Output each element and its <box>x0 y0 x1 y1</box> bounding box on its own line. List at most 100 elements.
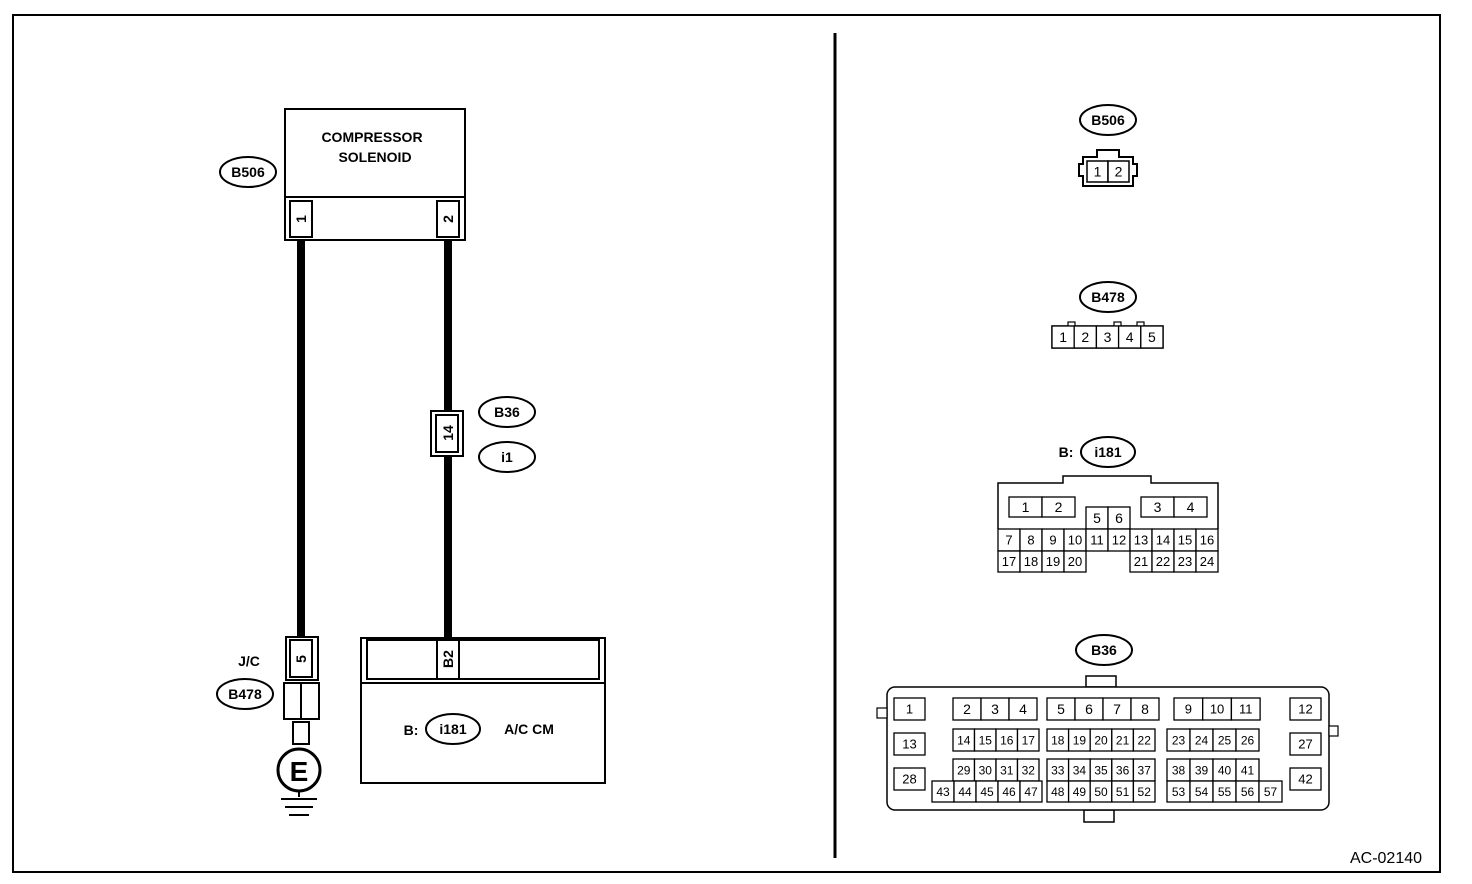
pin-box <box>1289 732 1322 756</box>
pin-box <box>1008 697 1038 721</box>
pin-label: 2 <box>1081 329 1089 345</box>
joint-pin: 14 <box>440 425 456 441</box>
pin-label: 19 <box>1046 554 1060 569</box>
pin-label: 37 <box>1138 763 1152 777</box>
pin-label: 28 <box>902 772 916 787</box>
b506-label: B506 <box>1091 112 1125 128</box>
pin-label: 5 <box>1148 329 1156 345</box>
pin-label: 53 <box>1172 785 1186 799</box>
joint-connector-a: B36 <box>494 404 520 420</box>
pin-label: 32 <box>1022 763 1036 777</box>
pin-label: 15 <box>979 733 993 747</box>
pin-label: 15 <box>1178 533 1192 548</box>
pin-box <box>1041 496 1076 518</box>
ground-neck <box>292 721 310 745</box>
pin-label: 1 <box>1059 329 1067 345</box>
b36-top-latch <box>1085 675 1117 688</box>
i181-housing <box>997 475 1219 529</box>
jc-connector-label: B478 <box>228 686 262 702</box>
pin-label: 4 <box>1019 701 1027 717</box>
pin-label: 20 <box>1068 554 1082 569</box>
pin-label: 19 <box>1073 733 1087 747</box>
pin-box <box>1130 697 1160 721</box>
jc-inner <box>289 639 313 678</box>
pin-label: 54 <box>1195 785 1209 799</box>
pin-label: 5 <box>1093 510 1101 526</box>
pin-label: 40 <box>1218 763 1232 777</box>
pin-label: 13 <box>902 737 916 752</box>
pin-label: 2 <box>1115 164 1123 180</box>
pin-label: 35 <box>1094 763 1108 777</box>
pin-label: 3 <box>1154 499 1162 515</box>
pin-label: 20 <box>1094 733 1108 747</box>
pin-label: 4 <box>1126 329 1134 345</box>
jc-connector-tag <box>216 678 274 710</box>
solenoid-connector-label: B506 <box>231 164 265 180</box>
pin-box <box>1019 780 1043 803</box>
pin-label: 8 <box>1027 533 1034 548</box>
pin-label: 23 <box>1178 554 1192 569</box>
figure-id: AC-02140 <box>1350 850 1422 867</box>
solenoid-pin-2: 2 <box>440 215 456 223</box>
pin-label: 10 <box>1068 533 1082 548</box>
pin-label: 24 <box>1200 554 1214 569</box>
jc-label: J/C <box>238 653 260 669</box>
pin-label: 26 <box>1241 733 1255 747</box>
pin-label: 17 <box>1022 733 1036 747</box>
ground-symbol: E <box>290 756 309 787</box>
pin-label: 31 <box>1000 763 1014 777</box>
acm-connector <box>366 639 600 680</box>
pin-label: 22 <box>1156 554 1170 569</box>
pin-label: 36 <box>1116 763 1130 777</box>
pin-label: 1 <box>906 702 913 717</box>
pin-label: 51 <box>1116 785 1130 799</box>
pin-label: 38 <box>1172 763 1186 777</box>
joint-connector-b: i1 <box>501 449 513 465</box>
pin-label: 34 <box>1073 763 1087 777</box>
b478-label: B478 <box>1091 289 1125 305</box>
pin-box <box>1132 728 1156 752</box>
solenoid-pin-1: 1 <box>293 215 309 223</box>
pin-label: 7 <box>1005 533 1012 548</box>
outer-frame <box>12 14 1441 873</box>
pin-label: 56 <box>1241 785 1255 799</box>
pin-label: 6 <box>1085 701 1093 717</box>
pin-box <box>1258 780 1283 803</box>
pin-label: 55 <box>1218 785 1232 799</box>
pin-label: 3 <box>991 701 999 717</box>
pin-label: 30 <box>979 763 993 777</box>
acm-connector-tag <box>425 713 481 745</box>
i181-prefix: B: <box>1059 444 1074 460</box>
pin-box <box>893 767 926 791</box>
pin-label: 17 <box>1002 554 1016 569</box>
pin-label: 50 <box>1094 785 1108 799</box>
pin-label: 13 <box>1134 533 1148 548</box>
pin-box <box>1173 496 1208 518</box>
acm-name: A/C CM <box>504 721 554 737</box>
pin-box <box>1235 728 1260 752</box>
pin-label: 9 <box>1049 533 1056 548</box>
acm-pin-box <box>436 639 460 680</box>
i181-label: i181 <box>1094 444 1121 460</box>
pin-label: 1 <box>1022 499 1030 515</box>
pin-label: 18 <box>1051 733 1065 747</box>
pin-label: 57 <box>1264 785 1278 799</box>
solenoid-pin-1-box <box>289 200 313 238</box>
pin-label: 7 <box>1113 701 1121 717</box>
pin-label: 14 <box>957 733 971 747</box>
pin-box <box>1140 325 1164 349</box>
pin-label: 49 <box>1073 785 1087 799</box>
acm-prefix: B: <box>404 722 419 738</box>
pin-label: 9 <box>1185 702 1192 717</box>
pin-label: 16 <box>1000 733 1014 747</box>
b36-side-key <box>1328 725 1339 737</box>
solenoid-box <box>284 108 466 198</box>
pin-label: 1 <box>1094 164 1102 180</box>
pin-label: 27 <box>1298 737 1312 752</box>
pin-label: 11 <box>1239 702 1253 717</box>
